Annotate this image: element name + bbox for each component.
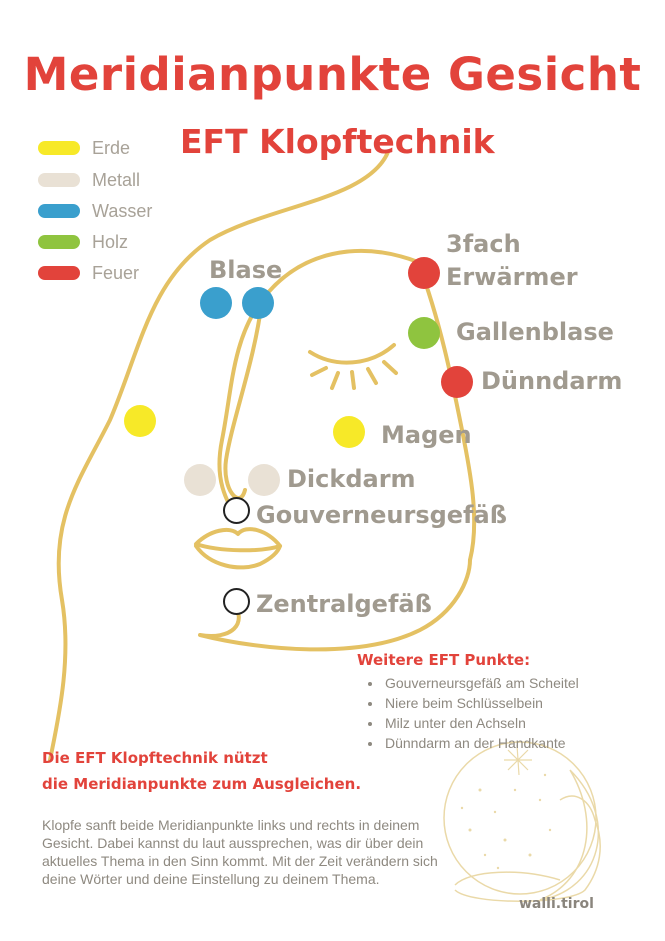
label-duenndarm: Dünndarm — [481, 367, 623, 395]
intro-line-2: die Meridianpunkte zum Ausgleichen. — [42, 775, 362, 793]
closed-eye — [308, 343, 396, 365]
face-outline — [198, 249, 472, 652]
point-gallenblase — [408, 317, 440, 349]
point-gouverneursgefaess — [223, 497, 250, 524]
label-dickdarm: Dickdarm — [287, 465, 416, 493]
point-magen-right — [333, 416, 365, 448]
point-zentralgefaess — [223, 588, 250, 615]
list-item: Niere beim Schlüsselbein — [383, 693, 579, 713]
legend-label: Feuer — [92, 262, 140, 283]
list-item: Dünndarm an der Handkante — [383, 733, 579, 753]
point-blase-right — [242, 287, 274, 319]
intro-line-1: Die EFT Klopftechnik nützt — [42, 749, 268, 767]
moon-star-logo — [443, 741, 601, 902]
list-item: Gouverneursgefäß am Scheitel — [383, 673, 579, 693]
lower-lip — [194, 544, 282, 570]
intro-text: Die EFT Klopftechnik nützt die Meridianp… — [42, 745, 442, 797]
legend-item-feuer: Feuer — [38, 261, 139, 285]
label-zentralgefaess: Zentralgefäß — [256, 590, 432, 618]
point-3fach-erwaermer — [408, 257, 440, 289]
upper-lip — [194, 527, 282, 553]
legend-swatch-yellow — [38, 141, 80, 155]
legend-item-erde: Erde — [38, 136, 130, 160]
legend-item-wasser: Wasser — [38, 199, 152, 223]
legend-item-metall: Metall — [38, 168, 140, 192]
label-blase: Blase — [209, 256, 283, 284]
legend-label: Holz — [92, 231, 129, 252]
label-gouverneursgefaess: Gouverneursgefäß — [256, 501, 507, 529]
point-dickdarm-right — [248, 464, 280, 496]
label-gallenblase: Gallenblase — [456, 318, 614, 346]
more-points-heading: Weitere EFT Punkte: — [357, 651, 531, 669]
point-magen-left — [124, 405, 156, 437]
label-erwaermer-2: Erwärmer — [446, 263, 578, 291]
point-blase-left — [200, 287, 232, 319]
point-dickdarm-left — [184, 464, 216, 496]
legend-label: Metall — [92, 169, 141, 190]
legend-swatch-beige — [38, 173, 80, 187]
list-item: Milz unter den Achseln — [383, 713, 579, 733]
profile-line — [48, 150, 390, 762]
legend-swatch-green — [38, 235, 80, 249]
legend-label: Erde — [92, 137, 131, 158]
more-points-list: Gouverneursgefäß am Scheitel Niere beim … — [365, 673, 579, 753]
brand-name[interactable]: walli.tirol — [519, 896, 594, 912]
legend-swatch-red — [38, 266, 80, 280]
point-duenndarm — [441, 366, 473, 398]
legend-item-holz: Holz — [38, 230, 128, 254]
eyelashes — [310, 360, 398, 390]
legend-label: Wasser — [92, 200, 153, 221]
page-subtitle: EFT Klopftechnik — [180, 122, 495, 161]
label-erwaermer-1: 3fach — [446, 230, 521, 258]
legend-swatch-blue — [38, 204, 80, 218]
star-dots — [460, 773, 552, 870]
label-magen: Magen — [381, 421, 472, 449]
right-cheek — [416, 260, 477, 562]
body-text: Klopfe sanft beide Meridianpunkte links … — [42, 817, 438, 887]
page-title: Meridianpunkte Gesicht — [23, 48, 642, 101]
